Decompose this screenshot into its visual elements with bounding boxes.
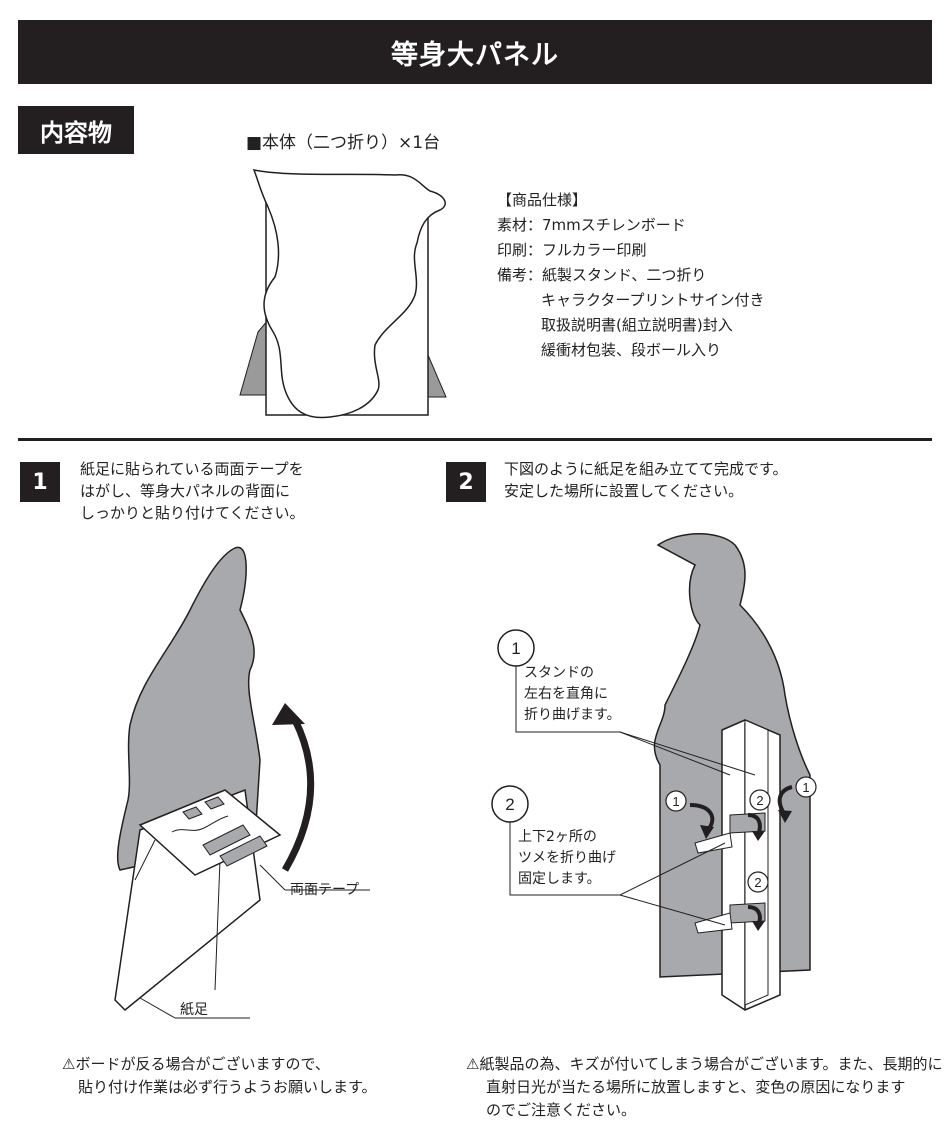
- callout-1-text: スタンドの 左右を直角に 折り曲げます。: [524, 665, 621, 723]
- callout-2-number: 2: [505, 795, 514, 814]
- spec-line: 印刷：フルカラー印刷: [497, 241, 647, 259]
- marker-1-right: 1: [802, 780, 809, 795]
- step-1-instructions: 紙足に貼られている両面テープを はがし、等身大パネルの背面に しっかりと貼り付け…: [80, 460, 305, 522]
- step-2-warning: ⚠紙製品の為、キズが付いてしまう場合がございます。また、長期的に 直射日光が当た…: [466, 1055, 943, 1119]
- body-item-text: ■本体（二つ折り）×1台: [246, 133, 441, 153]
- step-2-instructions: 下図のように紙足を組み立てて完成です。 安定した場所に設置してください。: [504, 460, 788, 500]
- marker-2-lower: 2: [754, 875, 761, 890]
- folded-panel-illustration: [239, 169, 447, 419]
- spec-line: 取扱説明書(組立説明書)封入: [541, 316, 733, 334]
- specs-heading: 【商品仕様】: [497, 191, 588, 209]
- title-bar: 等身大パネル: [18, 20, 932, 84]
- callout-2-text: 上下2ヶ所の ツメを折り曲げ 固定します。: [518, 829, 616, 887]
- step-2-illustration: 1 1 2 2 1 2: [491, 533, 817, 1011]
- page-title: 等身大パネル: [391, 39, 559, 71]
- label-double-sided-tape: 両面テープ: [290, 882, 360, 898]
- step-1-warning: ⚠ボードが反る場合がございますので、 貼り付け作業は必ず行うようお願いします。: [62, 1055, 377, 1096]
- section-divider: [18, 438, 932, 441]
- contents-label: 内容物: [18, 106, 134, 154]
- step-2-number: 2: [446, 462, 486, 502]
- spec-line: 備考：紙製スタンド、二つ折り: [497, 266, 707, 284]
- callout-1-number: 1: [511, 639, 520, 658]
- marker-2-upper: 2: [756, 793, 763, 808]
- step-1-number: 1: [20, 462, 60, 502]
- spec-line: 緩衝材包装、段ボール入り: [541, 341, 722, 359]
- step-1-illustration: [114, 546, 370, 1019]
- marker-1-left: 1: [672, 794, 679, 809]
- spec-line: キャラクタープリントサイン付き: [541, 291, 765, 309]
- spec-line: 素材：7mmスチレンボード: [497, 216, 686, 234]
- label-paper-foot: 紙足: [180, 1002, 208, 1018]
